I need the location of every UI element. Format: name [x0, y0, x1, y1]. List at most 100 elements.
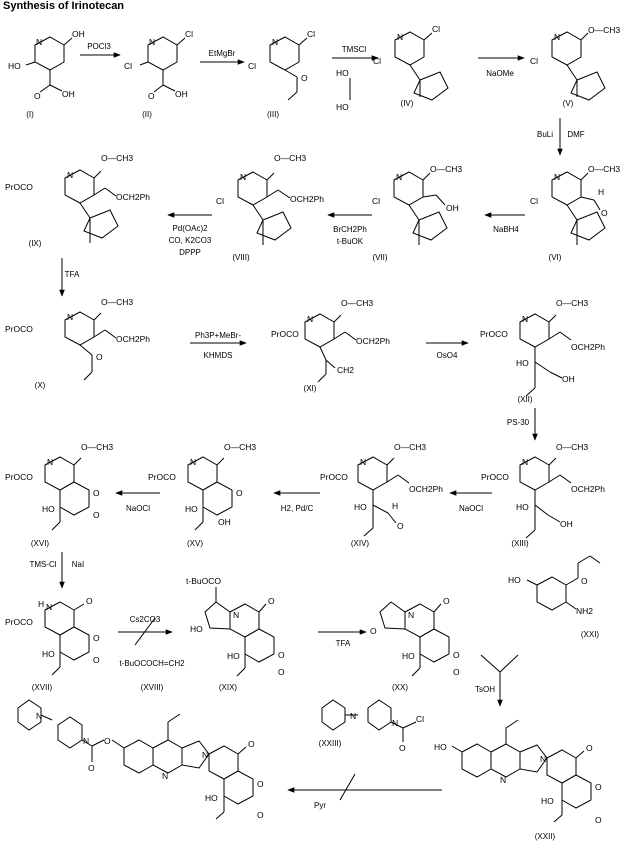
compound-label: (IV): [401, 99, 414, 108]
compound-VI: N O—CH3 Cl H O (VI): [530, 164, 620, 262]
compound-XII: N O—CH3 PrOCO OCH2Ph HO OH (XII): [480, 298, 605, 404]
atom-OMe: O—CH3: [588, 25, 620, 35]
compound-label: (VIII): [232, 253, 250, 262]
bond: [39, 84, 51, 93]
atom-N: N: [350, 711, 356, 721]
bond: [153, 84, 164, 93]
atom-tBuOCO: t-BuOCO: [186, 576, 221, 586]
bond: [40, 714, 53, 721]
lactone-ring: [561, 774, 592, 809]
bond: [83, 371, 93, 381]
bond: [25, 61, 36, 66]
bond: [526, 579, 538, 586]
compound-label: (X): [35, 381, 46, 390]
compound-IX: N O—CH3 PrOCO OCH2Ph (IX): [5, 153, 150, 248]
bond: [111, 739, 125, 749]
bond: [81, 739, 93, 747]
bond: [79, 344, 93, 356]
atom-O: O: [257, 810, 264, 820]
bond: [577, 555, 591, 564]
bond: [387, 512, 397, 524]
atom-Cl: Cl: [432, 24, 440, 34]
bond: [548, 474, 561, 483]
atom-N: N: [162, 771, 168, 781]
atom-OCH2Ph: OCH2Ph: [571, 484, 605, 494]
atom-Cl: Cl: [248, 61, 256, 71]
atom-H: H: [598, 187, 604, 197]
pyrrole-ring: [519, 744, 548, 773]
reagent: TFA: [65, 270, 80, 279]
bond: [333, 331, 346, 340]
pyrrolidinone-ring: [379, 601, 406, 630]
compound-I: N OH HO O OH (I): [8, 29, 85, 119]
atom-OCH2Ph: OCH2Ph: [116, 192, 150, 202]
bond: [63, 37, 73, 46]
lactone-ring: [244, 628, 275, 663]
atom-HO: HO: [42, 504, 55, 514]
dioxolane-ring: [256, 211, 292, 241]
atom-H: H: [38, 599, 44, 609]
pyridine-ring: [152, 739, 183, 774]
atom-O: O: [443, 596, 450, 606]
bond: [277, 189, 291, 199]
atom-O: O: [93, 655, 100, 665]
atom-Cl: Cl: [307, 29, 315, 39]
atom-HO: HO: [516, 358, 529, 368]
atom-OH: OH: [72, 29, 85, 39]
atom-N: N: [46, 602, 52, 612]
atom-ProCO: PrOCO: [480, 329, 508, 339]
compound-XVI: N O—CH3 PrOCO O HO O (XVI): [5, 442, 113, 548]
atom-HO: HO: [516, 502, 529, 512]
atom-HO: HO: [42, 649, 55, 659]
bond: [566, 204, 578, 221]
atom-HO: HO: [336, 102, 349, 112]
atom-HO: HO: [541, 796, 554, 806]
bond: [344, 331, 357, 341]
compound-XXI: HO O NH2 (XXI): [508, 555, 601, 639]
bond: [236, 667, 246, 677]
reagent: H2, Pd/C: [281, 504, 314, 513]
bond: [372, 504, 389, 514]
compound-label: (V): [563, 99, 574, 108]
bond: [559, 474, 572, 484]
bond: [402, 721, 417, 729]
atom-O: O: [268, 596, 275, 606]
reagent: Ph3P+MeBr-: [195, 331, 241, 340]
atom-N: N: [47, 457, 53, 467]
bond: [91, 739, 105, 747]
atom-O: O: [93, 510, 100, 520]
atom-O: O: [581, 576, 588, 586]
bond: [333, 314, 342, 323]
bond: [390, 721, 404, 729]
compound-label: (III): [267, 110, 279, 119]
benzene-ring: [123, 739, 154, 774]
atom-ProCO: PrOCO: [148, 472, 176, 482]
atom-ProCO: PrOCO: [5, 324, 33, 334]
atom-HO: HO: [402, 651, 415, 661]
reagent: BrCH2Ph: [333, 225, 367, 234]
compound-label: (XVIII): [141, 683, 164, 692]
bond: [411, 667, 421, 677]
reagent: PS-30: [507, 418, 530, 427]
compound-label: (XX): [392, 683, 408, 692]
atom-N: N: [272, 37, 278, 47]
reagent: Cs2CO3: [130, 615, 161, 624]
atom-N: N: [233, 610, 239, 620]
bond: [319, 346, 327, 361]
atom-N: N: [149, 37, 155, 47]
atom-O: O: [595, 782, 602, 792]
atom-HO: HO: [227, 651, 240, 661]
dioxolane-ring: [570, 211, 606, 241]
atom-HO: HO: [8, 61, 21, 71]
lactone-ring: [59, 481, 90, 516]
compound-label: (XXI): [581, 630, 600, 639]
bond: [435, 194, 446, 206]
bond: [104, 329, 117, 339]
scheme-title: Synthesis of Irinotecan: [3, 0, 125, 12]
compound-VII: N O—CH3 Cl OH (VII): [372, 164, 462, 262]
bond: [104, 187, 117, 197]
atom-CH2: CH2: [337, 365, 354, 375]
atom-N: N: [240, 172, 246, 182]
bond: [548, 314, 557, 323]
